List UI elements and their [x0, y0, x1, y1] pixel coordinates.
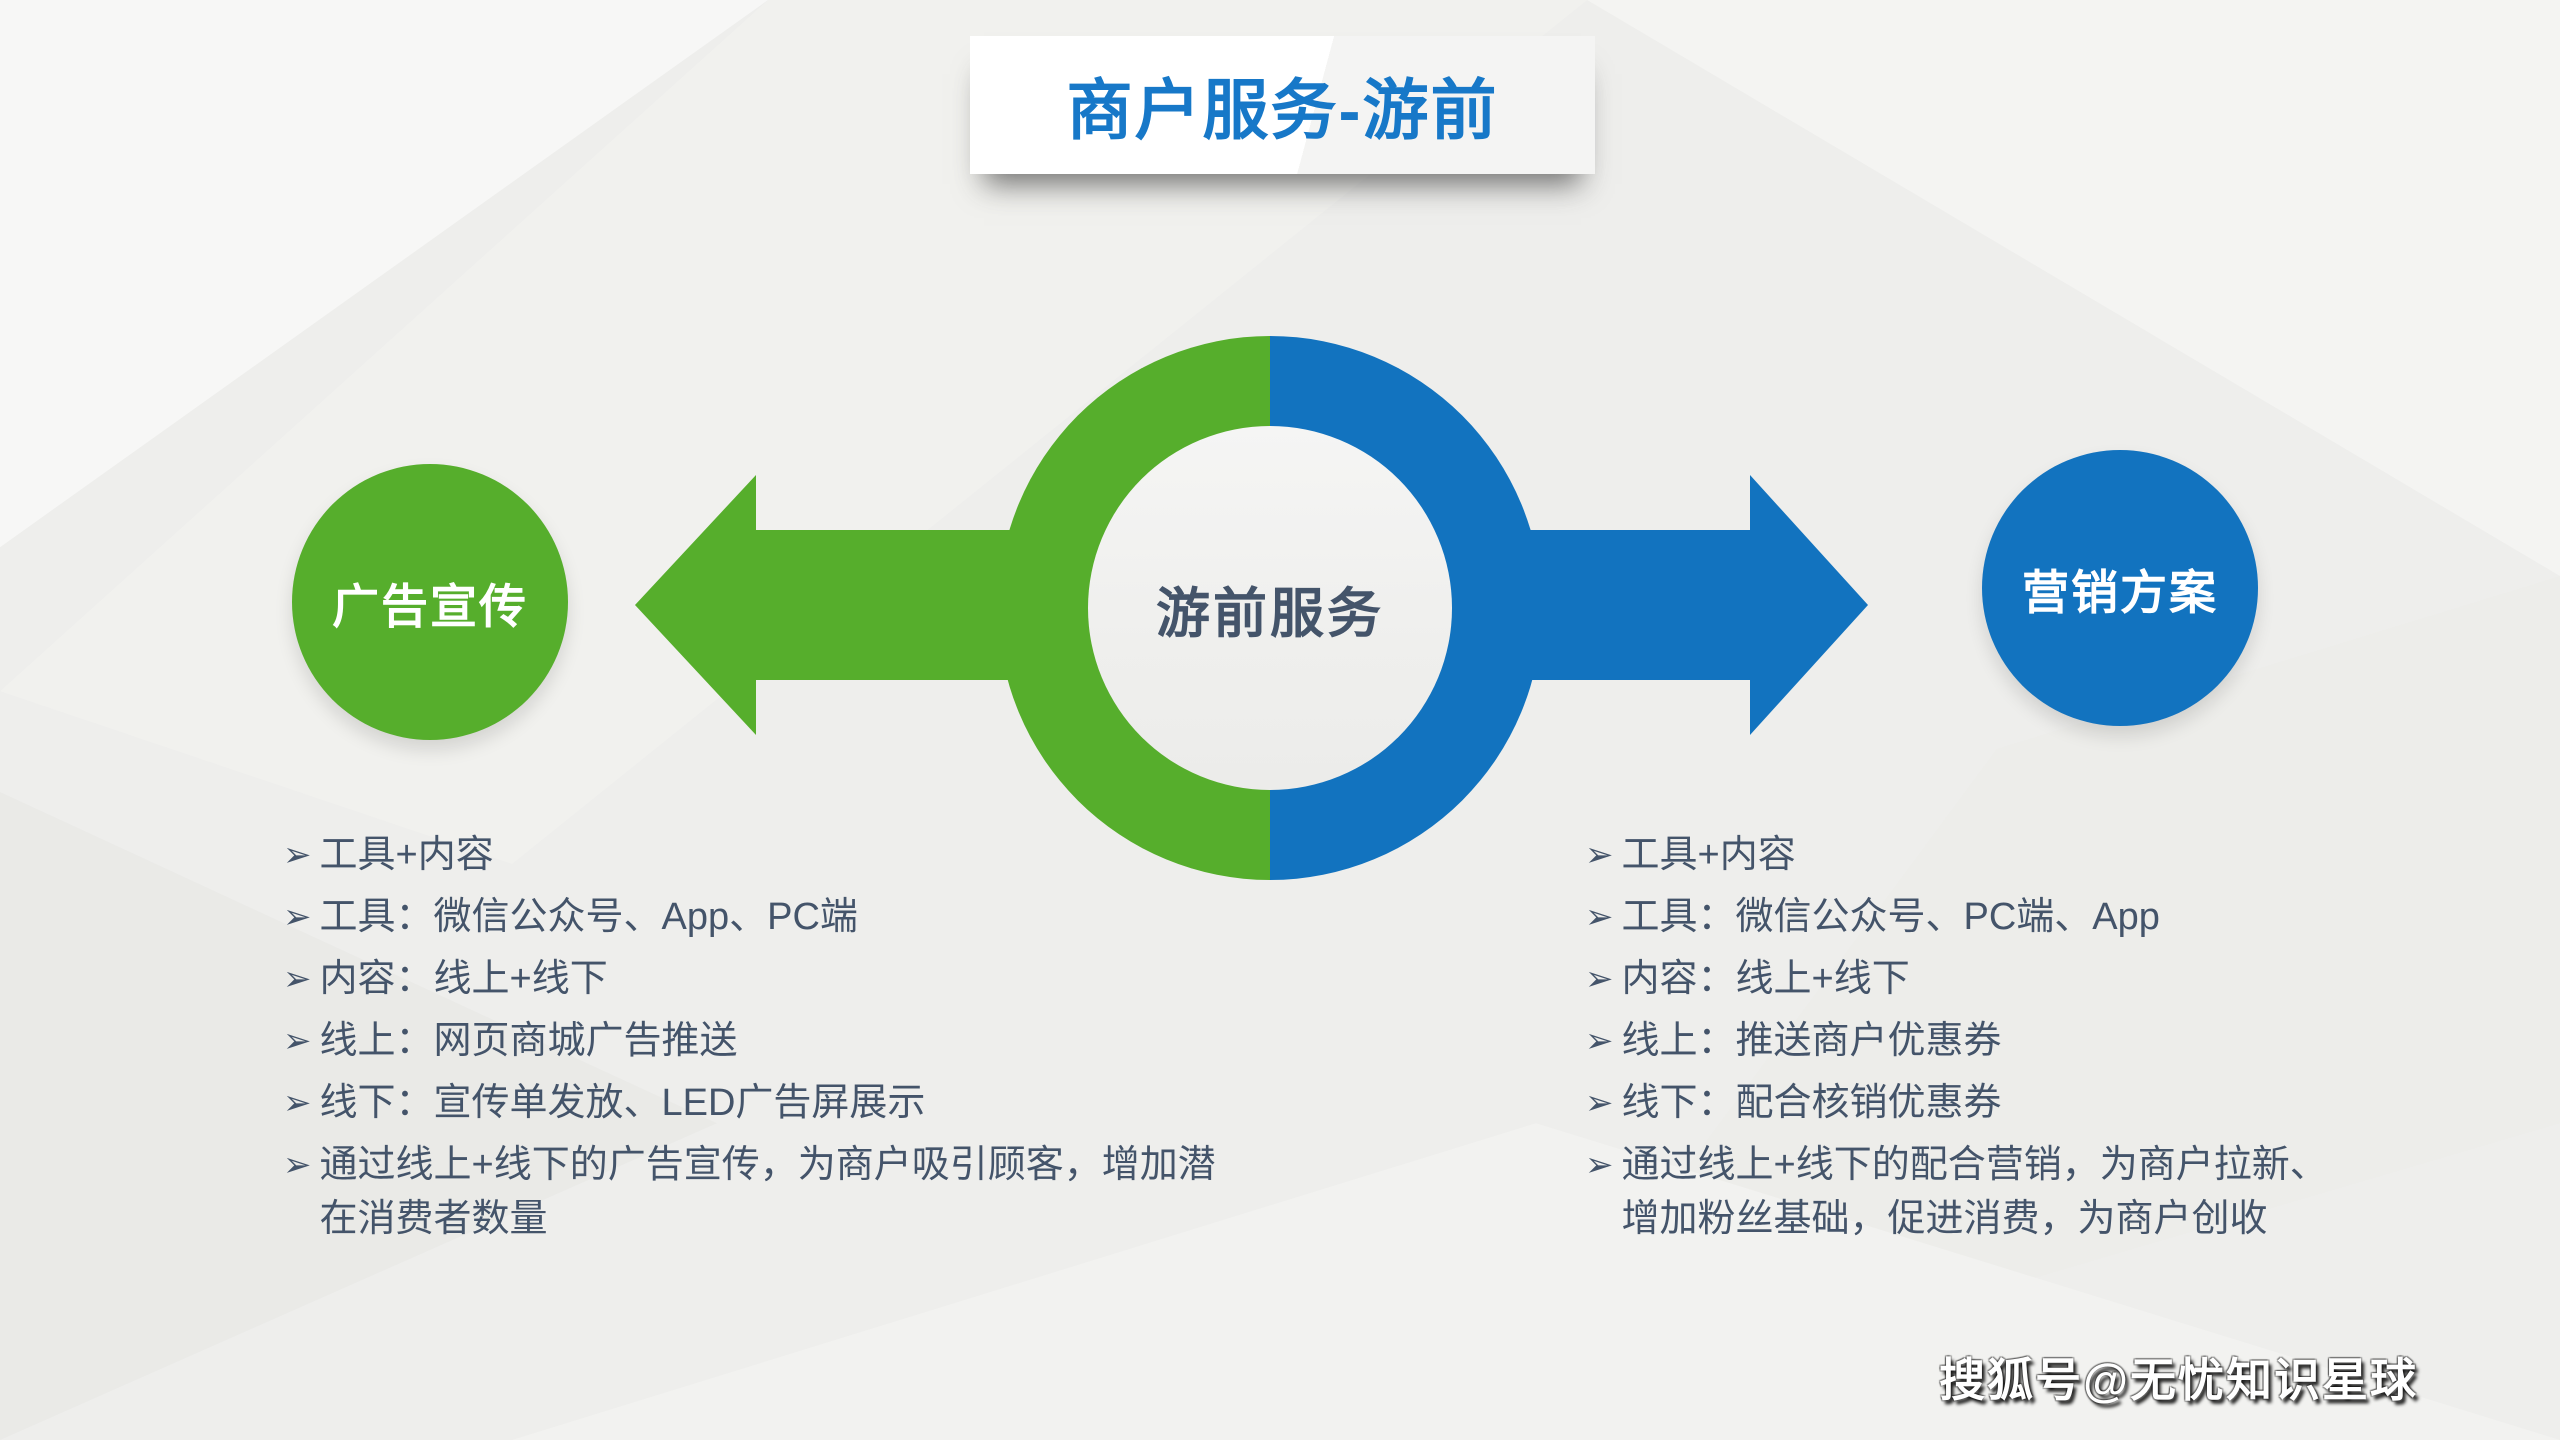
list-item-text: 内容：线上+线下 [1621, 958, 1910, 1000]
list-item: ➢ 工具+内容 [283, 828, 1273, 882]
list-item-text: 内容：线上+线下 [319, 958, 608, 1000]
list-item-text: 线上：推送商户优惠券 [1621, 1020, 2002, 1062]
left-bullet-list: ➢ 工具+内容 ➢ 工具：微信公众号、App、PC端 ➢ 内容：线上+线下 ➢ … [283, 828, 1273, 1254]
right-bullet-list: ➢ 工具+内容 ➢ 工具：微信公众号、PC端、App ➢ 内容：线上+线下 ➢ … [1585, 828, 2485, 1254]
center-node-label: 游前服务 [1156, 583, 1384, 644]
list-item: ➢ 通过线上+线下的配合营销，为商户拉新、 增加粉丝基础，促进消费，为商户创收 [1585, 1138, 2485, 1246]
arrowhead-bullet-icon: ➢ [1585, 1022, 1614, 1060]
list-item-text: 工具：微信公众号、App、PC端 [319, 896, 858, 938]
list-item: ➢ 线上：推送商户优惠券 [1585, 1014, 2485, 1068]
list-item-text: 工具+内容 [1621, 834, 1796, 876]
left-node-label: 广告宣传 [332, 579, 528, 633]
list-item-text: 线下：配合核销优惠券 [1621, 1082, 2002, 1124]
list-item-text: 工具：微信公众号、PC端、App [1621, 896, 2160, 938]
arrowhead-bullet-icon: ➢ [1585, 1146, 1614, 1184]
arrowhead-bullet-icon: ➢ [283, 1084, 312, 1122]
list-item-text: 通过线上+线下的配合营销，为商户拉新、 增加粉丝基础，促进消费，为商户创收 [1621, 1144, 2328, 1240]
watermark-text: 搜狐号@无忧知识星球 [1939, 1354, 2418, 1406]
arrowhead-bullet-icon: ➢ [1585, 960, 1614, 998]
center-donut-inner: 游前服务 [1088, 426, 1452, 790]
slide-title: 商户服务-游前 [1066, 73, 1499, 147]
center-donut: 游前服务 [998, 336, 1542, 880]
arrowhead-bullet-icon: ➢ [1585, 1084, 1614, 1122]
right-node-label: 营销方案 [2022, 565, 2218, 619]
arrowhead-bullet-icon: ➢ [283, 1022, 312, 1060]
arrowhead-bullet-icon: ➢ [283, 898, 312, 936]
list-item: ➢ 通过线上+线下的广告宣传，为商户吸引顾客，增加潜 在消费者数量 [283, 1138, 1273, 1246]
list-item: ➢ 工具：微信公众号、App、PC端 [283, 890, 1273, 944]
list-item: ➢ 工具+内容 [1585, 828, 2485, 882]
list-item-text: 线下：宣传单发放、LED广告屏展示 [319, 1082, 926, 1124]
list-item-text: 工具+内容 [319, 834, 494, 876]
node-marketing: 营销方案 [1982, 450, 2258, 726]
arrowhead-bullet-icon: ➢ [1585, 836, 1614, 874]
arrowhead-bullet-icon: ➢ [283, 836, 312, 874]
list-item: ➢ 工具：微信公众号、PC端、App [1585, 890, 2485, 944]
arrowhead-bullet-icon: ➢ [283, 1146, 312, 1184]
list-item: ➢ 线下：配合核销优惠券 [1585, 1076, 2485, 1130]
arrowhead-bullet-icon: ➢ [283, 960, 312, 998]
node-advertising: 广告宣传 [292, 464, 568, 740]
list-item-text: 线上：网页商城广告推送 [319, 1020, 738, 1062]
list-item-text: 通过线上+线下的广告宣传，为商户吸引顾客，增加潜 在消费者数量 [319, 1144, 1216, 1240]
title-banner: 商户服务-游前 [970, 36, 1595, 174]
list-item: ➢ 线上：网页商城广告推送 [283, 1014, 1273, 1068]
list-item: ➢ 内容：线上+线下 [283, 952, 1273, 1006]
list-item: ➢ 线下：宣传单发放、LED广告屏展示 [283, 1076, 1273, 1130]
list-item: ➢ 内容：线上+线下 [1585, 952, 2485, 1006]
arrowhead-bullet-icon: ➢ [1585, 898, 1614, 936]
